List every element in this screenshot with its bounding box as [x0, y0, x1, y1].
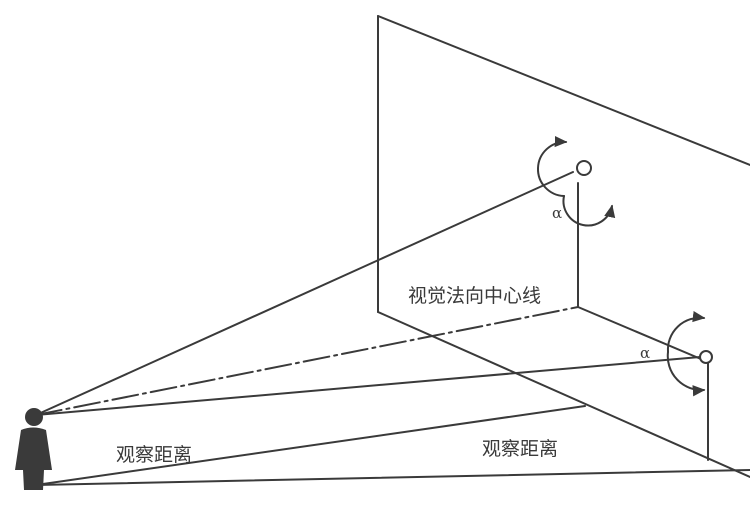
normal-center-line: [35, 306, 579, 416]
normal-line-label: 视觉法向中心线: [408, 285, 541, 307]
curved-arrow-icon: [666, 351, 706, 397]
floor-line-to-wall-corner: [35, 469, 750, 486]
upper-target-group: [537, 136, 616, 227]
person-silhouette-icon: [15, 408, 52, 490]
distance-label-left: 观察距离: [116, 444, 192, 466]
angle-label-lower: α: [640, 344, 650, 362]
viewer-body: [15, 427, 52, 490]
floor-line-to-lower-target: [577, 306, 709, 363]
curved-arrow-icon: [562, 195, 616, 227]
lower-target-group: [666, 311, 713, 397]
plane-bottom-edge: [377, 311, 750, 478]
curved-arrow-icon: [666, 311, 706, 353]
distance-label-right: 观察距离: [482, 438, 558, 460]
floor-guides: [577, 182, 709, 461]
sight-line-to-upper-target: [35, 171, 574, 416]
angle-label-upper: α: [552, 204, 562, 222]
curved-arrow-icon: [537, 136, 568, 197]
display-plane: [377, 15, 750, 478]
sight-line-to-lower-target: [35, 356, 701, 416]
plane-top-edge: [377, 15, 750, 166]
floor-line-to-plane-base: [35, 405, 586, 486]
circle-target-icon: [576, 160, 592, 176]
circle-target-icon: [699, 350, 713, 364]
sight-lines: [35, 171, 750, 486]
viewer-head: [25, 408, 43, 426]
